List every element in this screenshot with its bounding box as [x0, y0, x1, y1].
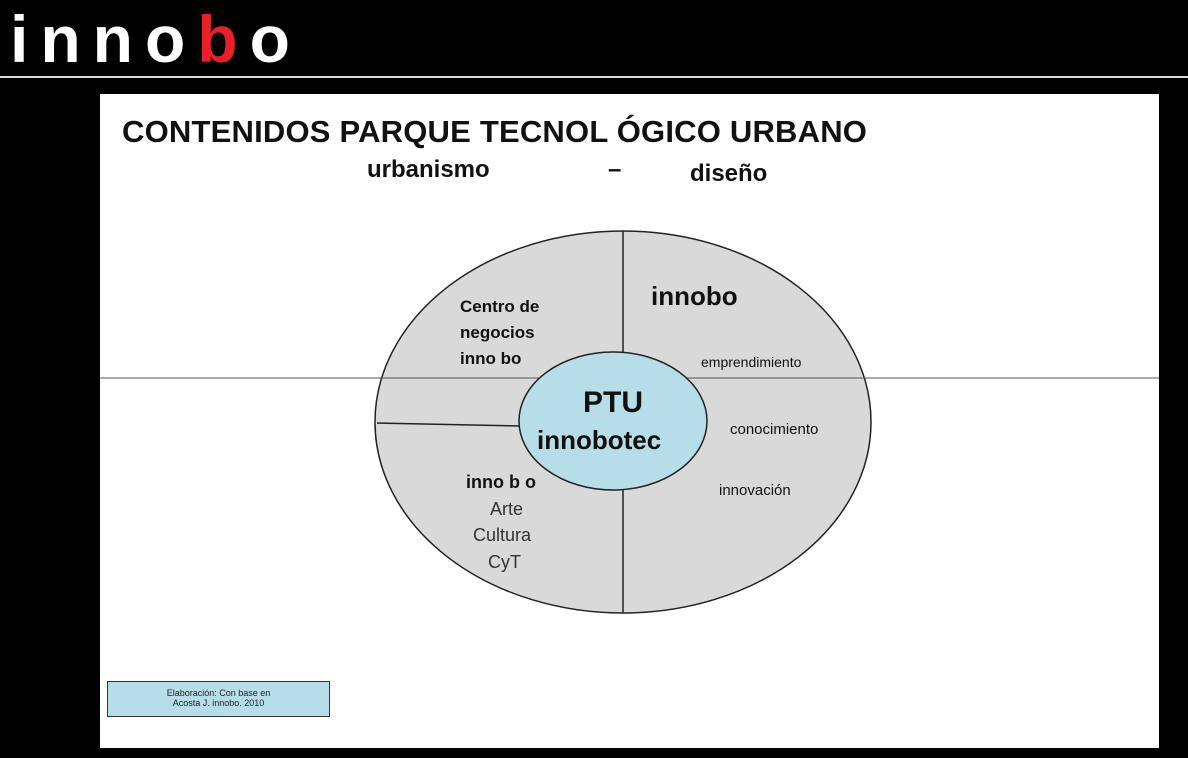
innobo-logo: innobo [10, 2, 302, 76]
ptu-diagram [100, 230, 1159, 614]
source-note-line1: Elaboración: Con base en [166, 688, 271, 698]
sector-top-right-item: emprendimiento [701, 354, 802, 370]
sector-top-left-line3: inno bo [460, 349, 522, 368]
sector-bottom-right-item1: conocimiento [730, 421, 819, 438]
svg-text:innobo: innobo [10, 2, 302, 76]
logo-text-suffix: o [250, 2, 302, 76]
sector-top-right-title: innobo [651, 281, 738, 311]
center-label-innobotec: innobotec [537, 425, 662, 455]
logo-text-accent: b [197, 2, 249, 76]
sector-bottom-left-item3: CyT [488, 552, 521, 572]
slide-title: CONTENIDOS PARQUE TECNOL ÓGICO URBANO [122, 114, 868, 149]
sector-bottom-left-item2: Cultura [473, 525, 532, 545]
subtitle-diseno: diseño [690, 160, 768, 187]
subtitle-urbanismo: urbanismo [367, 156, 490, 183]
sector-bottom-left-title: inno b o [466, 472, 536, 492]
slide: CONTENIDOS PARQUE TECNOL ÓGICO URBANO ur… [100, 94, 1159, 748]
center-circle [518, 351, 708, 491]
source-note-line2: Acosta J. innobo. 2010 [172, 698, 265, 708]
center-label-ptu: PTU [583, 386, 643, 419]
sector-bottom-right-item2: innovación [719, 482, 791, 499]
subtitle-dash: – [608, 156, 622, 183]
source-note: Elaboración: Con base en Acosta J. innob… [107, 681, 330, 717]
header-divider [0, 76, 1188, 78]
sector-top-left-line1: Centro de [460, 297, 540, 316]
logo-text-prefix: inno [10, 2, 197, 76]
sector-top-left-line2: negocios [460, 323, 535, 342]
sector-bottom-left-item1: Arte [490, 499, 524, 519]
